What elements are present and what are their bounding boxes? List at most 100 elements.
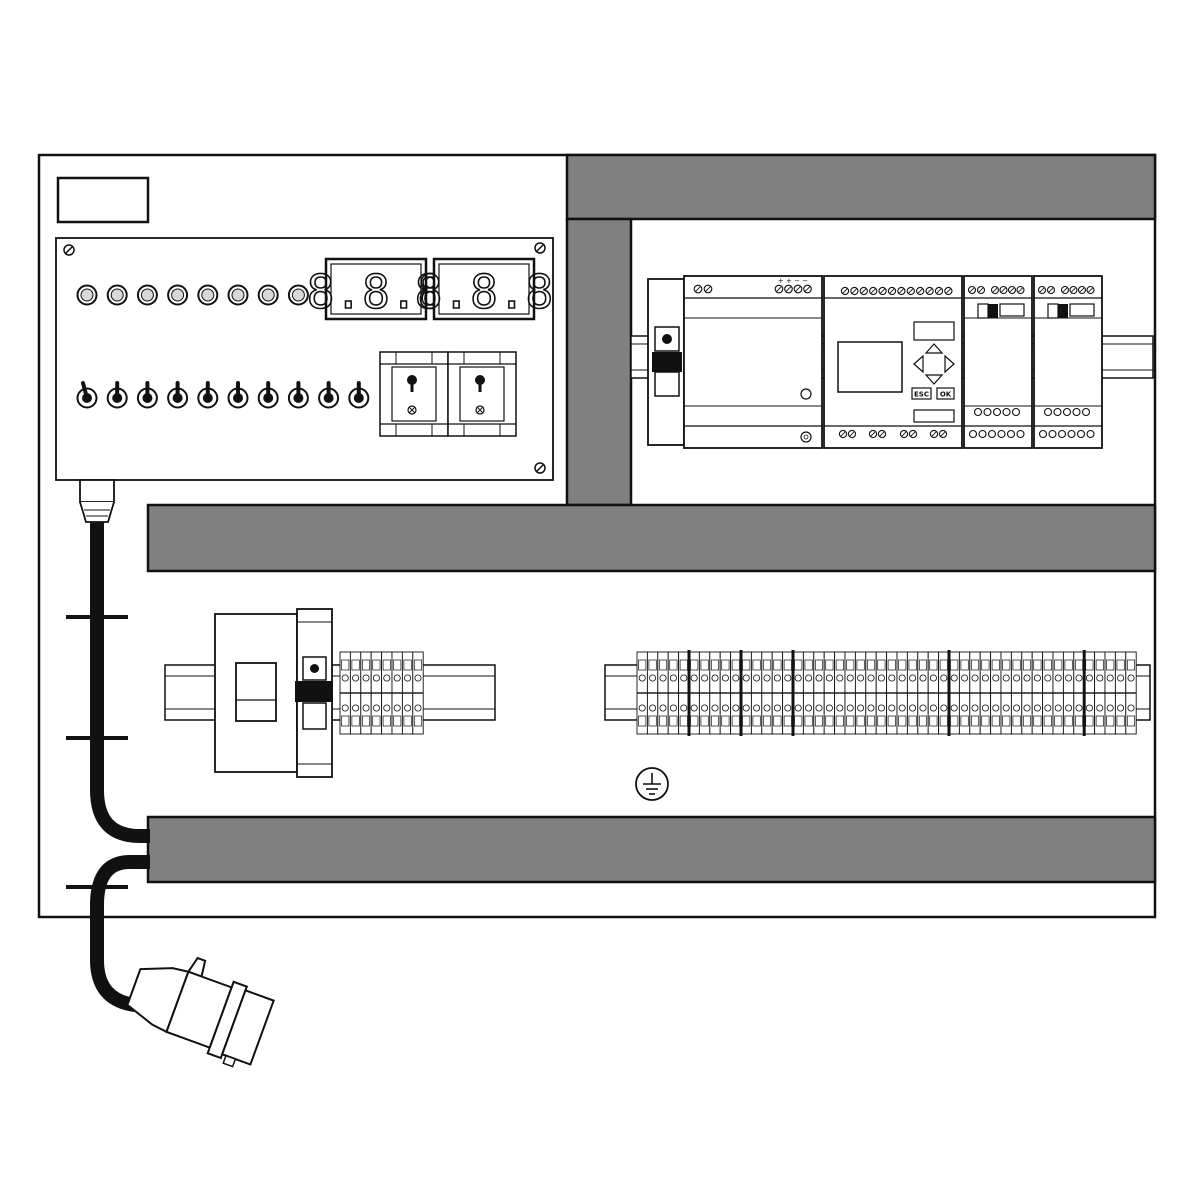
terminal-top-clamp [731,659,740,671]
toggle-lever[interactable] [81,381,89,400]
terminal-separator [687,650,691,736]
main-circuit-breaker[interactable] [295,608,333,778]
terminal-screw [919,704,927,712]
terminal-block [875,651,888,735]
terminal-screw [971,674,979,682]
toggle-switch[interactable] [287,381,309,409]
terminal-bottom-clamp [1033,715,1042,727]
terminal-bottom-clamp [929,715,938,727]
toggle-switch[interactable] [106,381,128,409]
power-cable [90,855,150,1012]
toggle-switch[interactable] [318,381,340,409]
plc-top-terminals [693,284,812,294]
terminal-top-clamp [835,659,844,671]
cable-gland [79,479,115,523]
cable-ducts [146,153,1157,884]
indicator-lamp [257,284,279,306]
arrow-up-icon[interactable] [924,343,944,354]
selector-switch[interactable] [447,351,517,437]
screw-terminal-icon [990,285,1000,295]
terminal-block [730,651,742,735]
terminal-screw [383,704,391,712]
duct-middle [146,503,1157,573]
terminal-top-clamp [804,659,813,671]
terminal-block [1042,651,1054,735]
terminal-screw [404,674,412,682]
io-terminal [997,429,1006,439]
terminal-top-clamp [1085,659,1094,671]
terminal-bottom-clamp [960,715,969,727]
terminal-top-clamp [669,659,678,671]
io-terminal [1006,429,1016,439]
screw-terminal-icon [976,285,986,295]
circuit-breaker[interactable] [647,278,685,446]
toggle-switch[interactable] [197,381,219,409]
screw-terminal-icon [847,429,857,439]
terminal-screw [414,674,422,682]
terminal-screw [1096,704,1104,712]
terminal-block [1021,651,1033,735]
terminal-screw [1085,674,1093,682]
toggle-switches [76,381,370,409]
toggle-switch[interactable] [76,381,98,409]
terminal-bottom-clamp [1126,715,1136,727]
terminal-screw [784,704,792,712]
screw-terminal-icon [859,286,868,296]
selector-switch[interactable] [379,351,449,437]
terminal-screw [1044,674,1052,682]
cable-ties [66,615,128,889]
cross-circle-icon [475,405,485,415]
breaker-lever[interactable] [295,681,333,702]
io-terminal [983,407,992,417]
terminal-top-clamp [382,659,391,671]
terminal-bottom-clamp [372,715,381,727]
terminal-bottom-clamp [846,715,855,727]
arrow-right-icon[interactable] [944,354,955,374]
terminal-block [958,651,971,735]
terminal-screw [1023,674,1031,682]
terminal-screw [1033,704,1041,712]
toggle-switch[interactable] [348,381,370,409]
terminal-screw [680,704,688,712]
terminal-bottom-clamp [1074,715,1084,727]
io-terminal [1057,429,1067,439]
terminal-screw [909,704,917,712]
io-terminal [1067,429,1076,439]
terminal-screw [877,674,885,682]
lower-din-rail-area [164,608,1151,801]
terminal-screw [669,674,677,682]
terminal-top-clamp [361,659,371,671]
screw-terminal-icon [1069,285,1078,295]
terminal-bottom-clamp [814,715,824,727]
terminal-separator [739,650,743,736]
io-terminal [1043,407,1053,417]
terminal-bottom-clamp [413,715,423,727]
terminal-block [1000,651,1012,735]
terminal-block [750,651,763,735]
terminal-top-clamp [690,659,699,671]
terminal-screw [1054,704,1062,712]
terminal-bottom-clamp [393,715,402,727]
terminal-top-clamp [898,659,907,671]
arrow-down-icon[interactable] [924,374,944,385]
io-terminal [978,429,987,439]
terminal-screw [1013,704,1021,712]
screw-icon [800,431,812,443]
terminal-bottom-clamp [721,715,730,727]
arrow-left-icon[interactable] [913,354,924,374]
screw-terminal-icon [703,284,713,294]
plc-base-unit: + + − − [683,275,823,449]
toggle-switch[interactable] [136,381,158,409]
io-terminal [1081,407,1091,417]
terminal-block [1094,651,1106,735]
toggle-switch[interactable] [227,381,249,409]
toggle-switch[interactable] [257,381,279,409]
isolator-handle[interactable] [235,662,277,722]
toggle-switch[interactable] [167,381,189,409]
terminal-screw [393,674,401,682]
breaker-lever[interactable] [652,352,682,372]
ok-button[interactable]: OK [936,387,955,400]
module-latch [977,303,989,319]
terminal-bottom-clamp [804,715,813,727]
esc-button[interactable]: ESC [911,387,932,400]
